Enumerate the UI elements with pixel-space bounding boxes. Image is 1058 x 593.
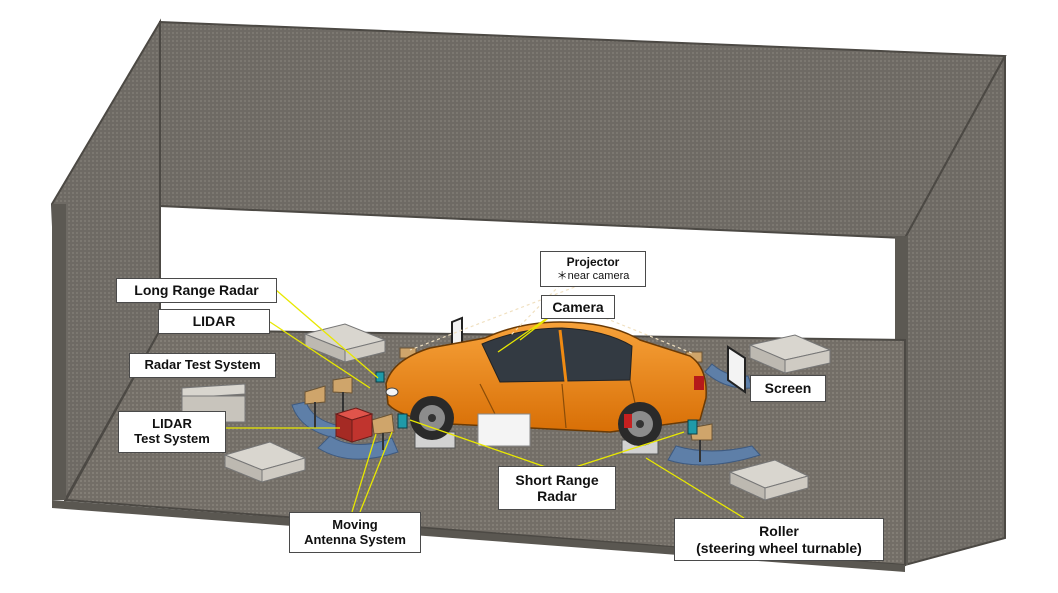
lidar-text: LIDAR: [192, 313, 236, 330]
roller-line1: Roller: [759, 523, 799, 540]
screen-text: Screen: [764, 380, 812, 397]
radar-horn-front: [371, 413, 395, 450]
lidar-label: LIDAR: [158, 309, 270, 334]
car-windows: [481, 327, 633, 383]
radar-test-box: [334, 407, 374, 443]
arc-track-front-right: [667, 445, 761, 466]
absorber-stack-back-left: [303, 323, 387, 363]
roller-line2: (steering wheel turnable): [696, 539, 862, 556]
sensor-unit-front: [397, 413, 408, 429]
screen-label: Screen: [750, 375, 826, 402]
wheel-front: [410, 396, 454, 440]
arc-track-front-left: [317, 435, 399, 460]
car-headlight: [385, 387, 399, 397]
projector-title: Projector: [566, 254, 620, 269]
radar-test-system-text: Radar Test System: [144, 357, 261, 373]
camera-text: Camera: [552, 298, 604, 315]
radar-horn-left: [304, 385, 326, 428]
long-range-radar-label: Long Range Radar: [116, 278, 277, 303]
absorber-stack-front-left: [223, 441, 307, 483]
camera-label: Camera: [541, 295, 615, 319]
projector-note: ＊near camera: [556, 269, 630, 282]
back-wall: [159, 20, 1007, 240]
short-range-radar-line1: Short Range: [515, 471, 599, 488]
projector-label: Projector ＊near camera: [540, 251, 646, 287]
lidar-test-system-line1: LIDAR: [152, 416, 192, 432]
screen-right: [727, 345, 746, 394]
lidar-test-system-line2: Test System: [134, 431, 210, 446]
rear-plate: [477, 413, 531, 447]
moving-antenna-system-label: Moving Antenna System: [289, 512, 421, 553]
moving-antenna-system-line2: Antenna System: [304, 531, 406, 547]
long-range-radar-text: Long Range Radar: [134, 282, 259, 299]
radar-test-system-label: Radar Test System: [129, 353, 276, 378]
car-taillight: [694, 376, 704, 390]
short-range-radar-line2: Radar: [537, 488, 577, 504]
absorber-stack-back-right: [748, 334, 832, 374]
short-range-radar-label: Short Range Radar: [498, 466, 616, 510]
left-wall-edge: [52, 204, 66, 500]
absorber-stack-front-right: [728, 459, 810, 501]
car: [385, 321, 707, 447]
wheel-rear: [618, 402, 662, 446]
radar-horn-mid: [332, 376, 353, 415]
roller-label: Roller (steering wheel turnable): [674, 518, 884, 561]
sensor-unit-rear: [687, 419, 698, 435]
lidar-test-system-label: LIDAR Test System: [118, 411, 226, 453]
moving-antenna-system-line1: Moving: [332, 516, 378, 532]
leader-lines: [226, 289, 745, 519]
